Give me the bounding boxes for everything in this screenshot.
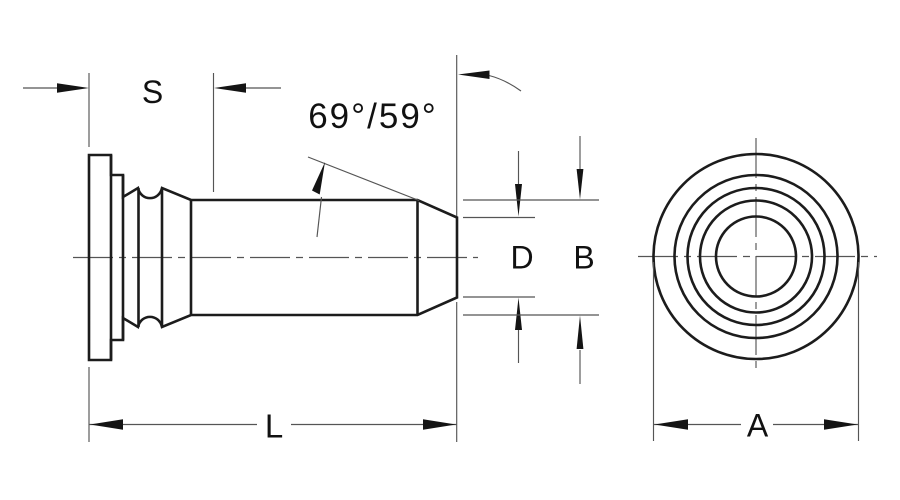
angle-leader-shaft xyxy=(316,196,323,238)
d-arrowhead-bottom-icon xyxy=(515,297,522,330)
a-arrowhead-right-icon xyxy=(824,419,858,430)
s-arrowhead-right-icon xyxy=(214,83,246,93)
circle-rib-crest xyxy=(686,186,826,327)
circle-collar xyxy=(673,173,839,340)
b-arrowhead-top-icon xyxy=(576,169,584,200)
circle-pilot-tip xyxy=(714,215,798,298)
dimension-a: A xyxy=(652,262,860,444)
circle-shank xyxy=(698,199,814,314)
angle-label: 69°/59° xyxy=(308,97,438,136)
dimension-s: S xyxy=(23,73,281,192)
side-view: S 69°/59° D xyxy=(23,55,599,445)
angle-curved-arrowhead-icon xyxy=(458,70,490,79)
l-arrowhead-right-icon xyxy=(423,419,456,430)
dimension-b: B xyxy=(463,136,599,384)
b-dimension-label: B xyxy=(573,240,594,276)
d-dimension-label: D xyxy=(510,240,533,276)
l-arrowhead-left-icon xyxy=(90,419,123,430)
front-view: A xyxy=(638,138,877,444)
angle-callout: 69°/59° xyxy=(307,55,522,238)
l-dimension-label: L xyxy=(265,408,283,445)
s-dimension-label: S xyxy=(142,74,163,110)
a-dimension-label: A xyxy=(747,408,769,444)
chamfer-construction-line xyxy=(307,156,420,202)
angle-leader-arrowhead-icon xyxy=(312,162,325,195)
dimension-l: L xyxy=(88,302,458,445)
angle-curved-leader xyxy=(488,74,522,92)
s-arrowhead-left-icon xyxy=(57,83,89,93)
b-arrowhead-bottom-icon xyxy=(576,315,584,349)
dimension-d: D xyxy=(463,151,535,363)
circle-head-flange xyxy=(652,152,860,361)
a-arrowhead-left-icon xyxy=(654,419,688,430)
